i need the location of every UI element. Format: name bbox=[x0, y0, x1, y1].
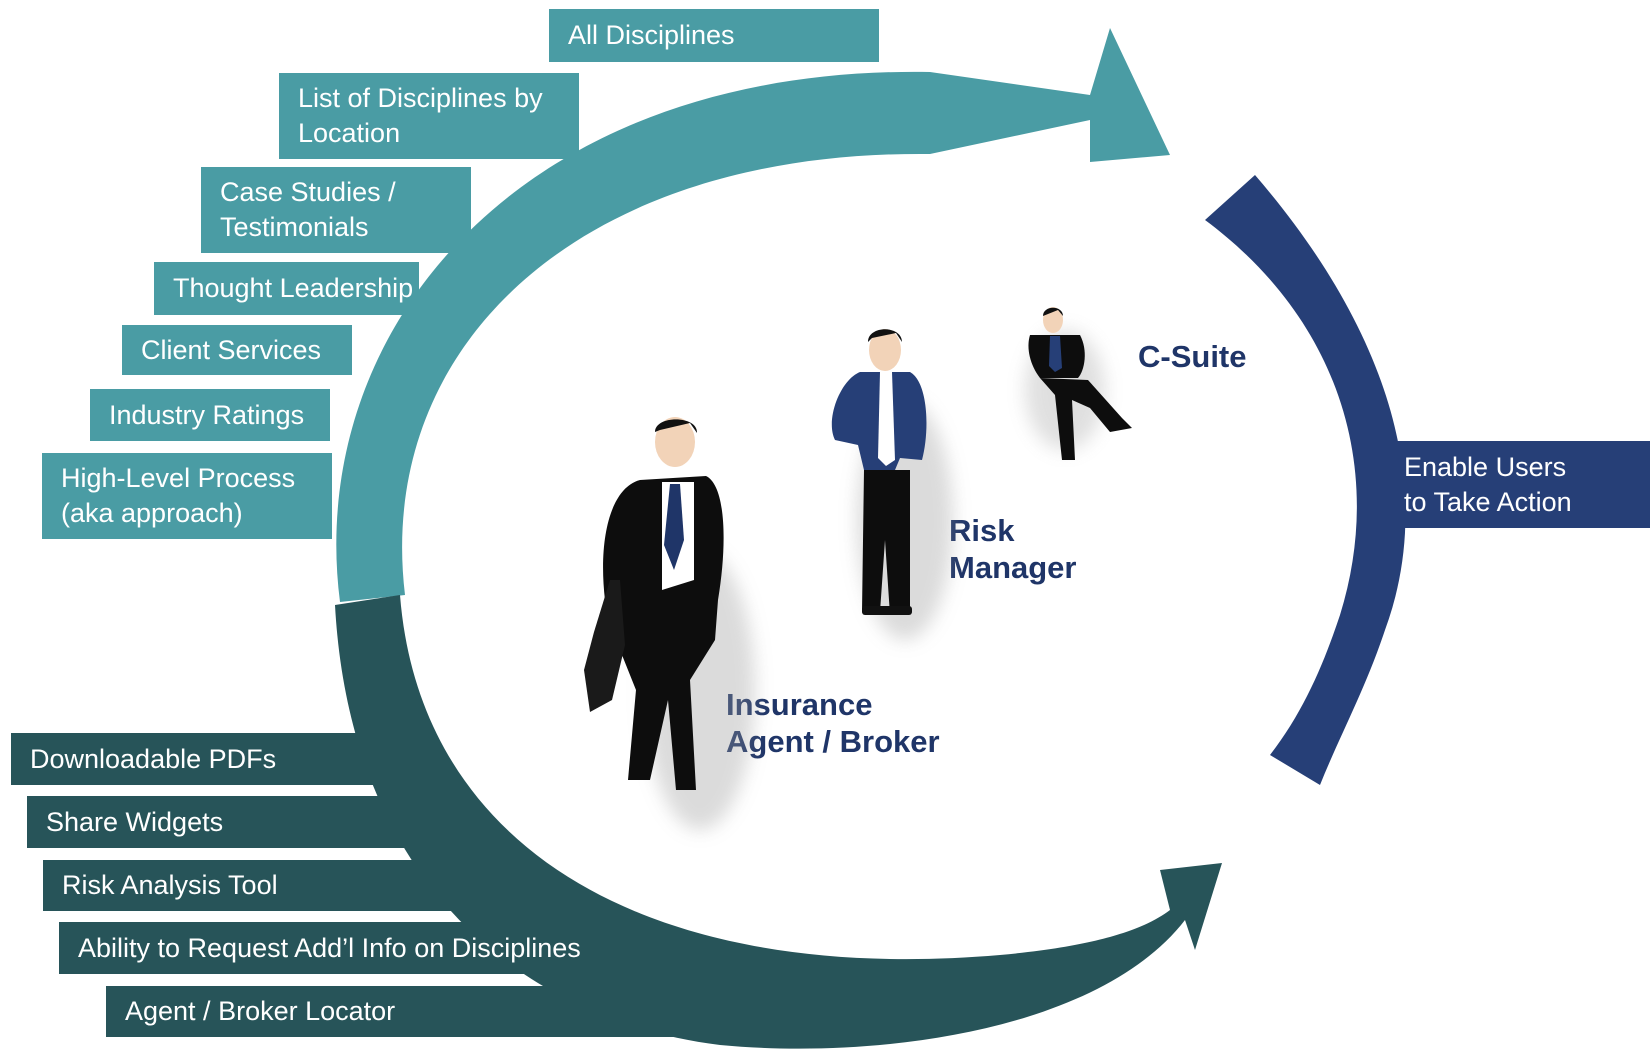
tab-industry-ratings: Industry Ratings bbox=[90, 389, 330, 441]
tab-all-disciplines: All Disciplines bbox=[549, 9, 879, 62]
label-risk-manager: Risk Manager bbox=[949, 513, 1077, 585]
tab-case-studies: Case Studies / Testimonials bbox=[201, 167, 471, 253]
right-arc bbox=[1205, 175, 1406, 785]
top-arc bbox=[336, 28, 1170, 602]
tab-client-services: Client Services bbox=[122, 325, 352, 375]
tab-enable-users: Enable Users to Take Action bbox=[1385, 441, 1650, 528]
label-c-suite: C-Suite bbox=[1138, 339, 1247, 374]
tab-request-info: Ability to Request Add’l Info on Discipl… bbox=[59, 922, 619, 974]
tab-share-widgets: Share Widgets bbox=[27, 796, 447, 848]
tab-high-level-process: High-Level Process (aka approach) bbox=[42, 453, 332, 539]
bottom-arc bbox=[335, 595, 1222, 1049]
tab-agent-broker-locator: Agent / Broker Locator bbox=[106, 986, 726, 1037]
tab-downloadable-pdfs: Downloadable PDFs bbox=[11, 733, 401, 785]
tab-disciplines-by-location: List of Disciplines by Location bbox=[279, 73, 579, 159]
tab-risk-analysis-tool: Risk Analysis Tool bbox=[43, 860, 503, 911]
label-agent-broker: Insurance Agent / Broker bbox=[726, 687, 940, 759]
tab-thought-leadership: Thought Leadership bbox=[154, 262, 419, 315]
